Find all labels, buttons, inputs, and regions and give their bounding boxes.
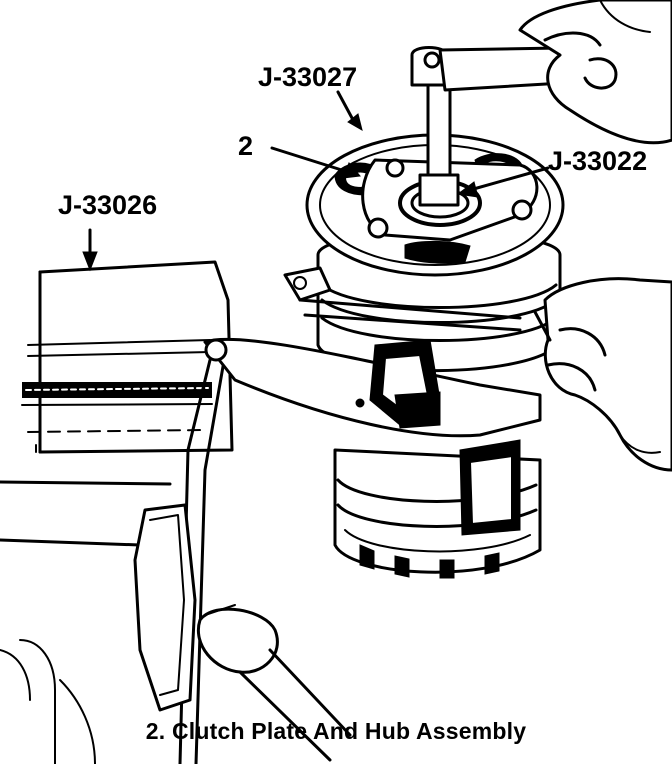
hand-top [518, 0, 672, 145]
leader-lines [82, 90, 550, 272]
hand-right [533, 277, 672, 472]
hose-fitting [0, 604, 352, 764]
callout-tool-left: J-33026 [58, 190, 157, 220]
callout-tool-right: J-33022 [548, 146, 647, 176]
holding-bar [203, 266, 542, 438]
holding-fixture-block [21, 260, 234, 454]
support-stand [0, 353, 227, 764]
figure-caption: 2. Clutch Plate And Hub Assembly [145, 718, 527, 744]
callout-tool-top: J-33027 [258, 62, 357, 92]
callout-part-number: 2 [238, 131, 253, 161]
